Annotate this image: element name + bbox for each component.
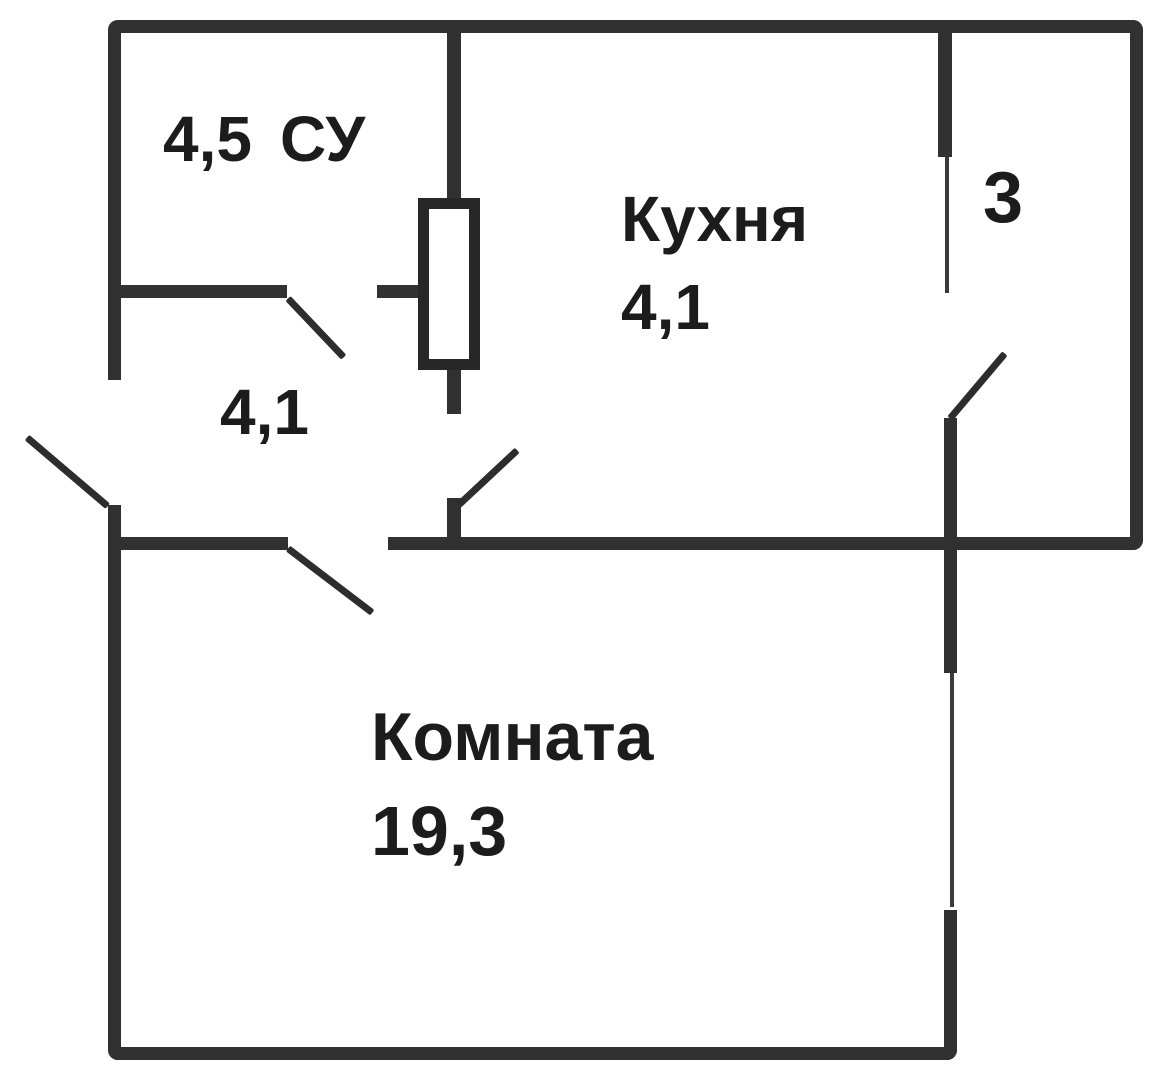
hallway-area-label: 4,1	[220, 376, 309, 448]
wall-outer-right	[1130, 20, 1143, 550]
balcony-area-label: 3	[983, 158, 1024, 238]
wall-balcony-partition	[938, 33, 952, 157]
wall-vent-shaft-stub	[377, 285, 428, 298]
room-area-label: 19,3	[371, 792, 508, 870]
wall-room-right-lower	[944, 910, 957, 1060]
kitchen-door-leaf	[455, 447, 520, 509]
bathroom-area: 4,5	[163, 103, 252, 175]
room-window-line	[950, 673, 954, 907]
wall-kitchen-bottom	[388, 537, 1143, 550]
balcony-door-leaf	[947, 351, 1008, 421]
entrance-door-leaf	[24, 434, 110, 509]
wall-below-vent-shaft	[447, 370, 461, 414]
room-door-leaf	[285, 545, 375, 616]
vent-shaft-box	[418, 198, 480, 370]
wall-bathroom-kitchen	[447, 33, 461, 198]
bathroom-door-leaf	[285, 296, 347, 360]
wall-outer-bottom	[108, 1047, 957, 1060]
room-name-label: Комната	[371, 699, 654, 775]
balcony-window-line	[945, 157, 949, 293]
kitchen-name-label: Кухня	[621, 183, 809, 255]
wall-bathroom-bottom	[110, 285, 287, 298]
kitchen-area-label: 4,1	[621, 271, 710, 343]
wall-room-right-upper	[944, 418, 957, 673]
wall-room-top-left	[108, 537, 288, 550]
wall-outer-left-lower	[108, 505, 121, 1060]
wall-outer-top	[108, 20, 1143, 33]
bathroom-name: СУ	[279, 103, 366, 175]
wall-outer-left-upper	[108, 20, 121, 380]
wall-kitchen-door-stub	[447, 498, 461, 542]
